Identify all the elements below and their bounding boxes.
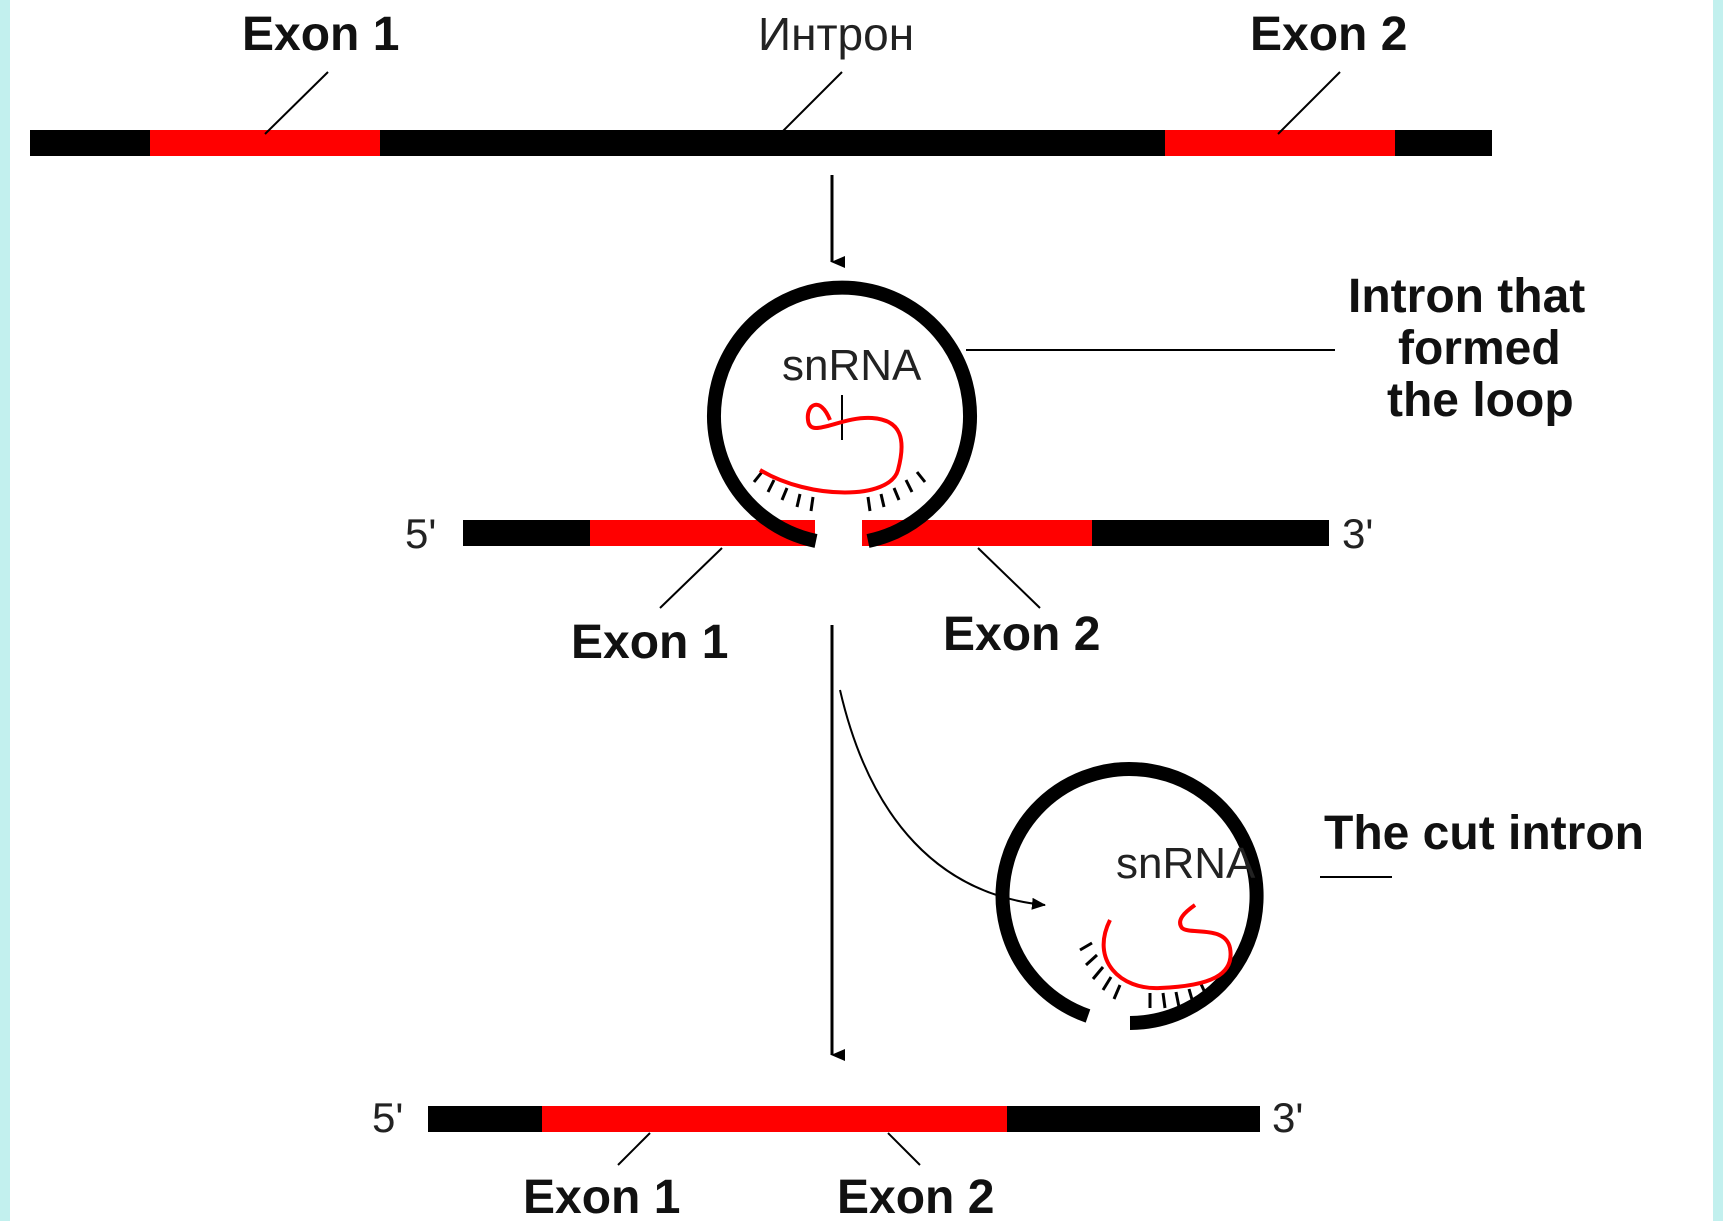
pre-mrna-strand: Exon 1 Интрон Exon 2 [30,8,1492,156]
cut-snrna-label: snRNA [1116,839,1256,888]
intron-leader-line [779,71,843,135]
top-exon2-label: Exon 2 [1250,8,1407,61]
middle-exon1-leader [659,547,723,609]
middle-exon1-label: Exon 1 [571,616,728,669]
bottom-exon1-leader [617,1132,651,1166]
diagram-canvas: Exon 1 Интрон Exon 2 snRNA Intro [10,0,1713,1221]
intron-loop-circle [707,280,977,548]
exon2-segment [1165,130,1395,156]
loop-label-line1: Intron that [1348,270,1585,323]
top-intron-label: Интрон [758,8,914,60]
exon1-segment [150,130,380,156]
mature-mrna-strand: 5' 3' Exon 1 Exon 2 [372,1094,1303,1221]
cut-snrna-strand [1101,903,1233,991]
arrow-to-cut-intron [839,689,1046,910]
lariat-stage: snRNA Intron that formed the loop 5' 3' … [405,270,1585,669]
loop-label-line2: formed [1398,322,1561,375]
bottom-exons-segment [542,1106,1007,1132]
bottom-exon2-label: Exon 2 [837,1171,994,1221]
splicing-diagram: Exon 1 Интрон Exon 2 snRNA Intro [30,8,1644,1221]
middle-three-prime: 3' [1342,510,1373,557]
middle-exon2-label: Exon 2 [943,608,1100,661]
snrna-strand [758,403,904,495]
base-pair-ticks-right [866,471,927,512]
top-exon1-label: Exon 1 [242,8,399,61]
bottom-three-prime: 3' [1272,1094,1303,1141]
middle-five-prime: 5' [405,510,436,557]
loop-label-line3: the loop [1387,374,1574,427]
bottom-exon1-label: Exon 1 [523,1171,680,1221]
cut-intron: snRNA The cut intron [995,762,1644,1030]
loop-snrna-label: snRNA [782,341,922,390]
bottom-exon2-leader [887,1132,921,1166]
cut-base-pair-ticks [1079,941,1209,1009]
cut-intron-circle [995,762,1264,1030]
cut-intron-label: The cut intron [1324,807,1644,860]
middle-exon2-leader [977,547,1041,609]
bottom-five-prime: 5' [372,1094,403,1141]
exon2-leader-line [1277,71,1341,135]
base-pair-ticks-left [752,471,815,512]
exon1-leader-line [264,71,329,135]
